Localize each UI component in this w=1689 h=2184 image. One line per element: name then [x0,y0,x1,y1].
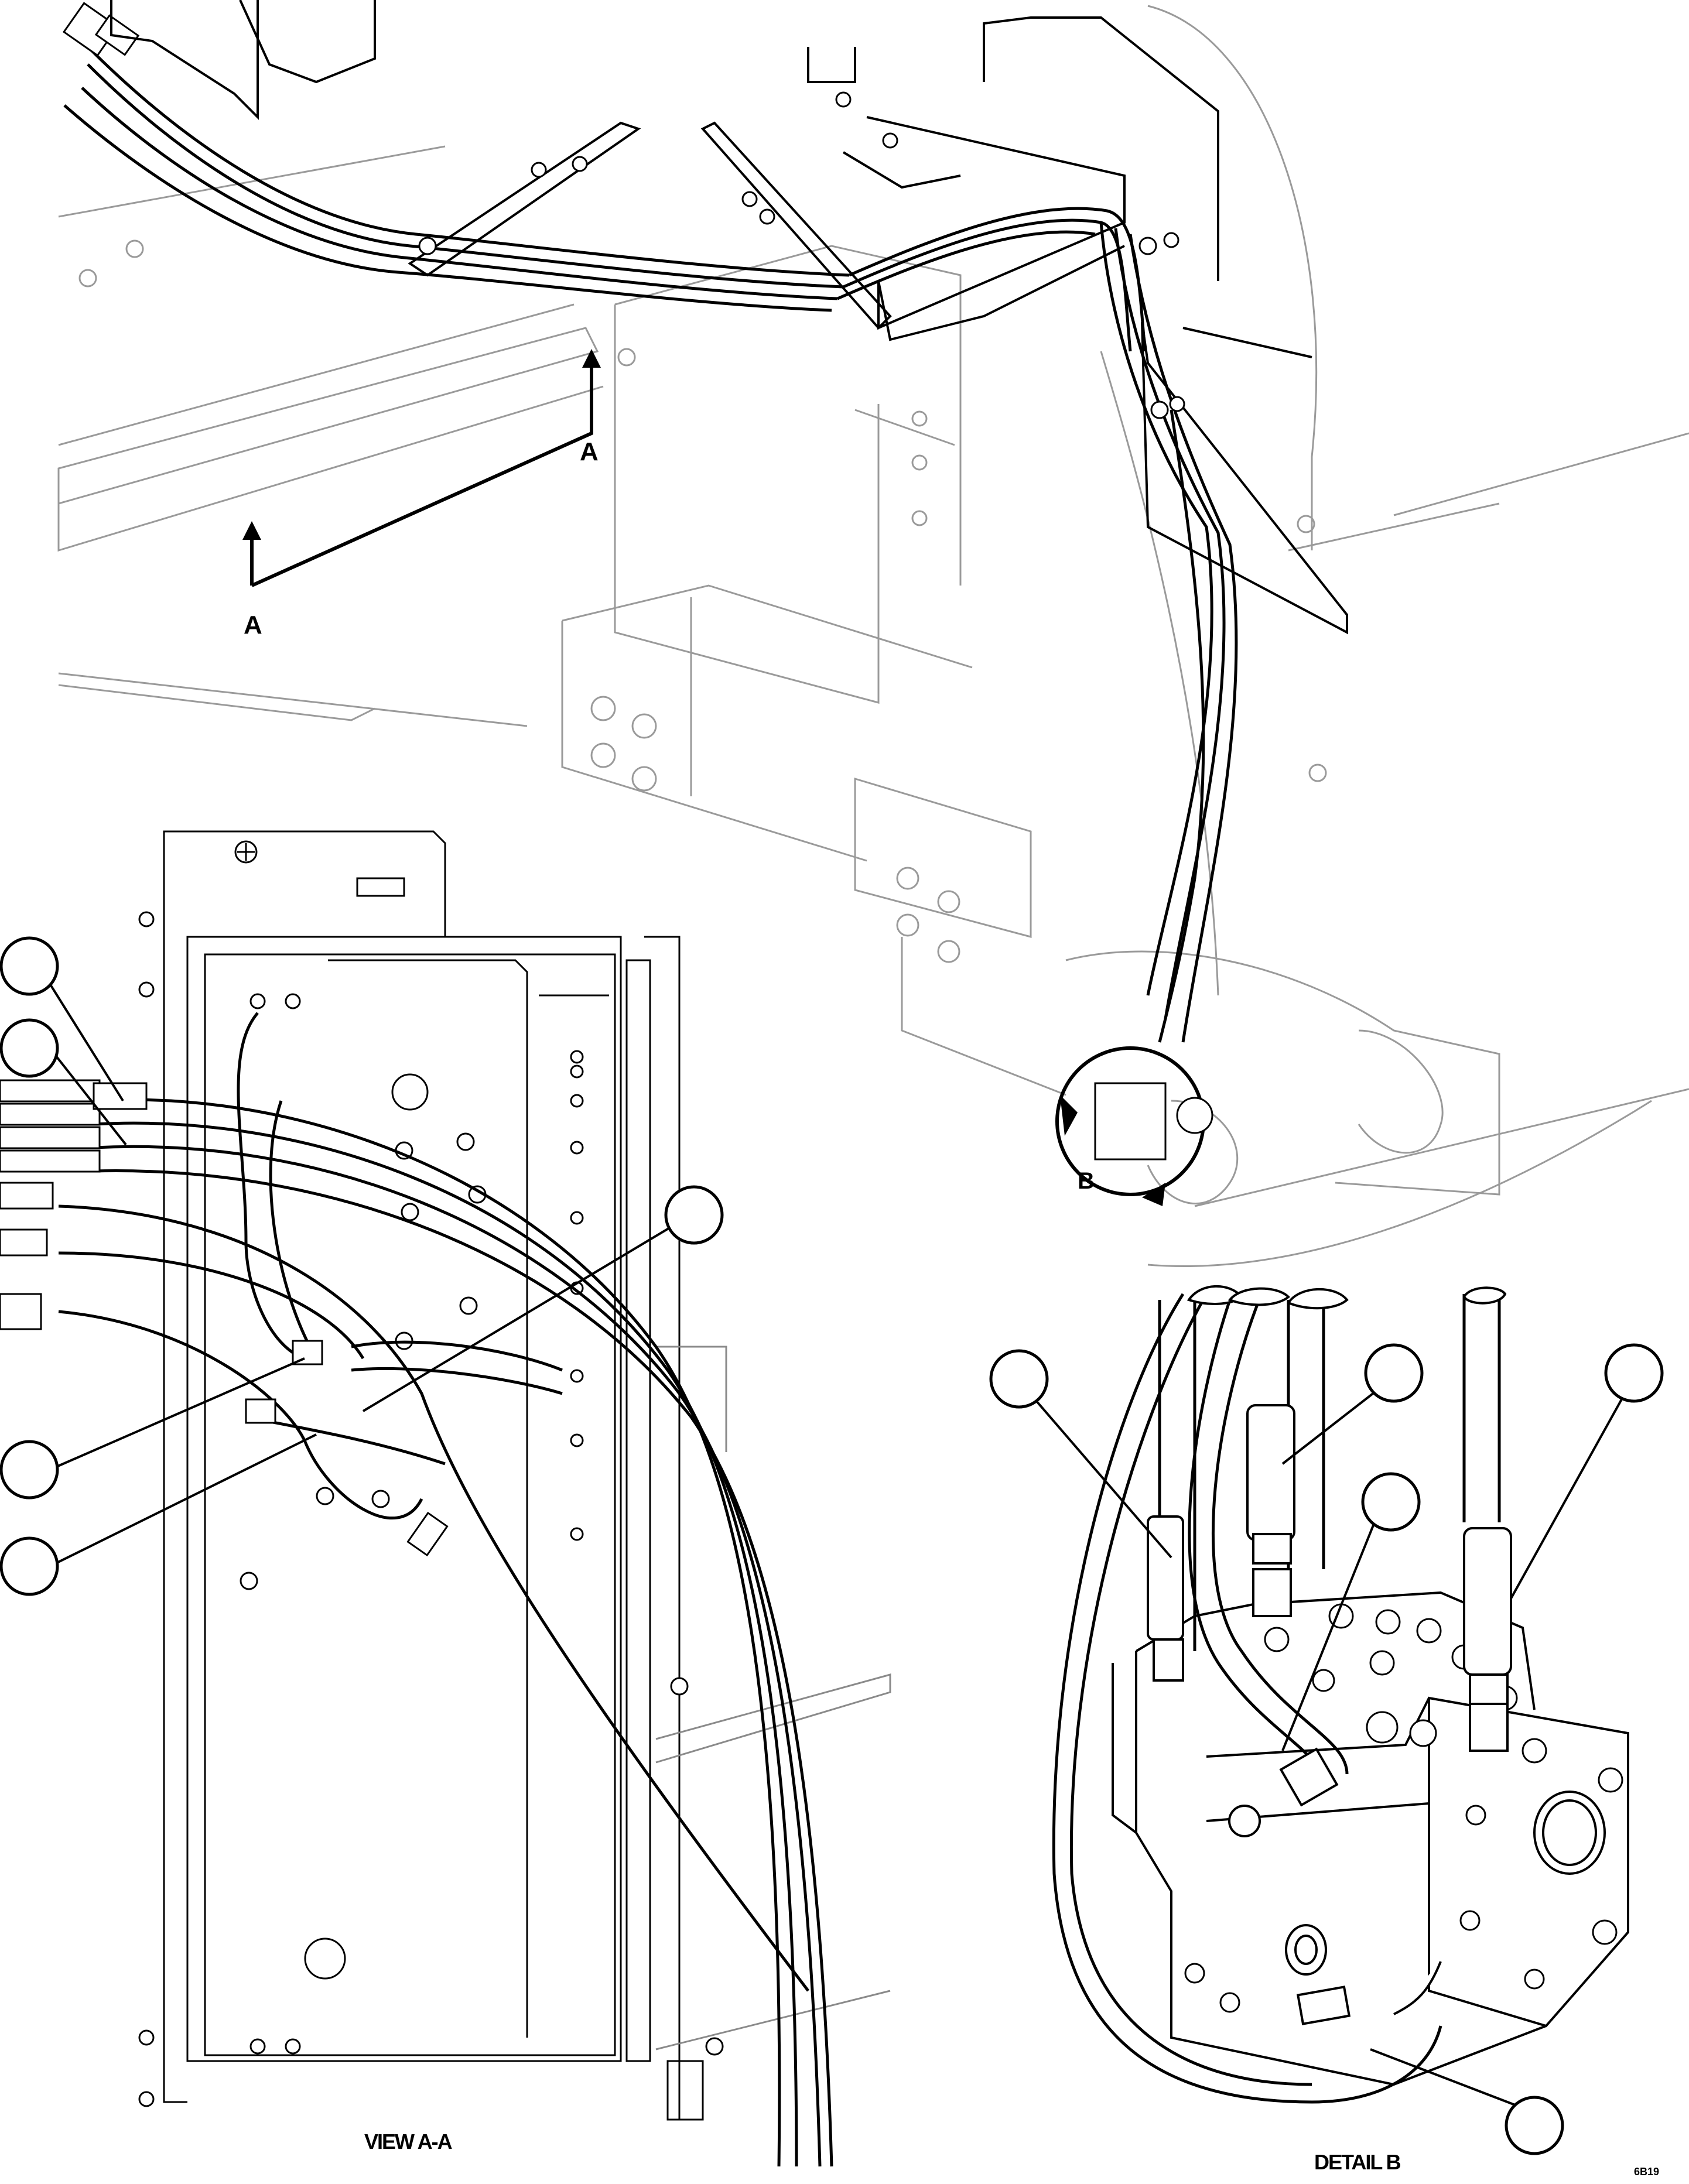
upper-hose-fittings [63,2,1185,419]
detail-mark-b: B [1078,1168,1095,1194]
detail-b-callout-1 [989,1349,1049,1409]
detail-b-hose-cut-ends [1187,1285,1507,1310]
detail-b-callout-3 [1361,1472,1421,1532]
detail-b-caption: DETAIL B [1314,2150,1401,2174]
frame-bolt-holes [78,239,1327,963]
upper-hose-bundle [63,46,1238,1043]
detail-b-callout-4 [1604,1343,1664,1403]
section-arrow-a-lower [242,349,601,587]
detail-b-callout-balloons [989,1343,1664,2155]
view-aa-hose-fittings [0,1079,449,1557]
detail-b-port-boss [1228,1791,1606,1976]
view-aa-caption: VIEW A-A [364,2130,453,2154]
view-aa-callout-1 [0,936,59,996]
top-left-valve-block [110,0,376,120]
hose-bracket-assemblies [408,16,1348,635]
figure-id: 6B19 [1634,2166,1659,2178]
view-aa-callout-4 [0,1440,59,1500]
view-aa-hoses [58,1012,833,2167]
detail-b-callout-circle [1055,1046,1213,1206]
machine-frame-outline [57,5,1689,1267]
detail-b-fittings [1147,1404,1512,2025]
view-aa-callout-3 [664,1185,724,1245]
detail-b-leader-lines [1024,1381,1629,2109]
section-mark-a-lower: A [244,611,262,639]
detail-b-callout-5 [1505,2096,1564,2155]
view-aa-callout-2 [0,1018,59,1078]
view-aa-callout-balloons [0,936,724,1596]
view-aa-callout-5 [0,1536,59,1596]
view-aa-panel [163,830,704,2121]
detail-b-callout-2 [1364,1343,1424,1403]
view-aa-leader-lines [49,983,692,1567]
section-mark-a-upper: A [580,437,599,466]
view-aa-bolts [138,840,724,2107]
